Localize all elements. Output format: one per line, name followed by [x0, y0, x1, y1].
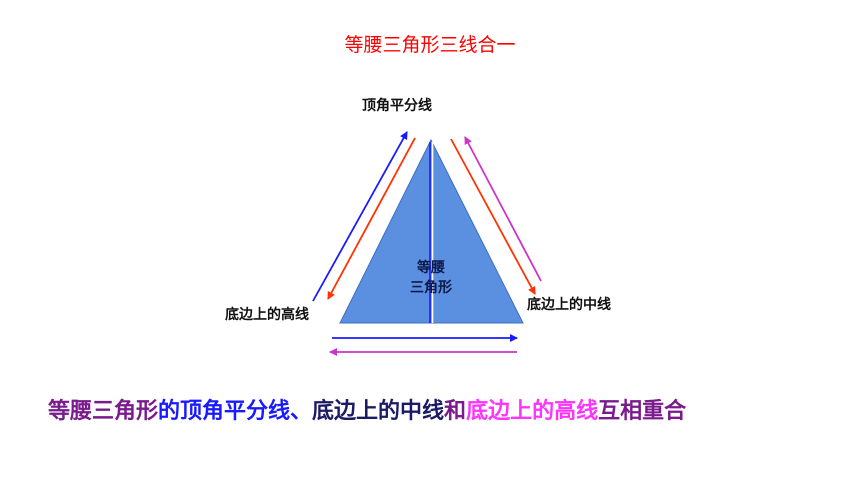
- statement-part6: 互相重合: [598, 399, 687, 424]
- page-title: 等腰三角形三线合一: [344, 34, 516, 56]
- statement-part3: 底边上的中线: [312, 399, 445, 424]
- label-median-on-base: 底边上的中线: [527, 297, 611, 313]
- statement-part1: 等腰三角形: [48, 399, 159, 424]
- statement-part2: 的顶角平分线、: [158, 399, 313, 424]
- triangle-label: 等腰 三角形: [401, 258, 461, 298]
- right-red-arrow: [450, 138, 536, 295]
- isosceles-triangle: [339, 138, 524, 324]
- right-magenta-arrow: [464, 136, 542, 282]
- statement-part5: 底边上的高线: [466, 399, 599, 424]
- left-blue-arrow: [312, 131, 408, 302]
- left-red-arrow: [327, 137, 416, 300]
- label-altitude-on-base: 底边上的高线: [225, 307, 309, 323]
- conclusion-statement: 等腰三角形的顶角平分线、底边上的中线和底边上的高线互相重合: [48, 393, 686, 425]
- triangle-label-line2: 三角形: [410, 280, 452, 296]
- statement-part4: 和: [444, 399, 467, 424]
- triangle-label-line1: 等腰: [417, 260, 445, 276]
- label-apex-bisector: 顶角平分线: [362, 98, 432, 114]
